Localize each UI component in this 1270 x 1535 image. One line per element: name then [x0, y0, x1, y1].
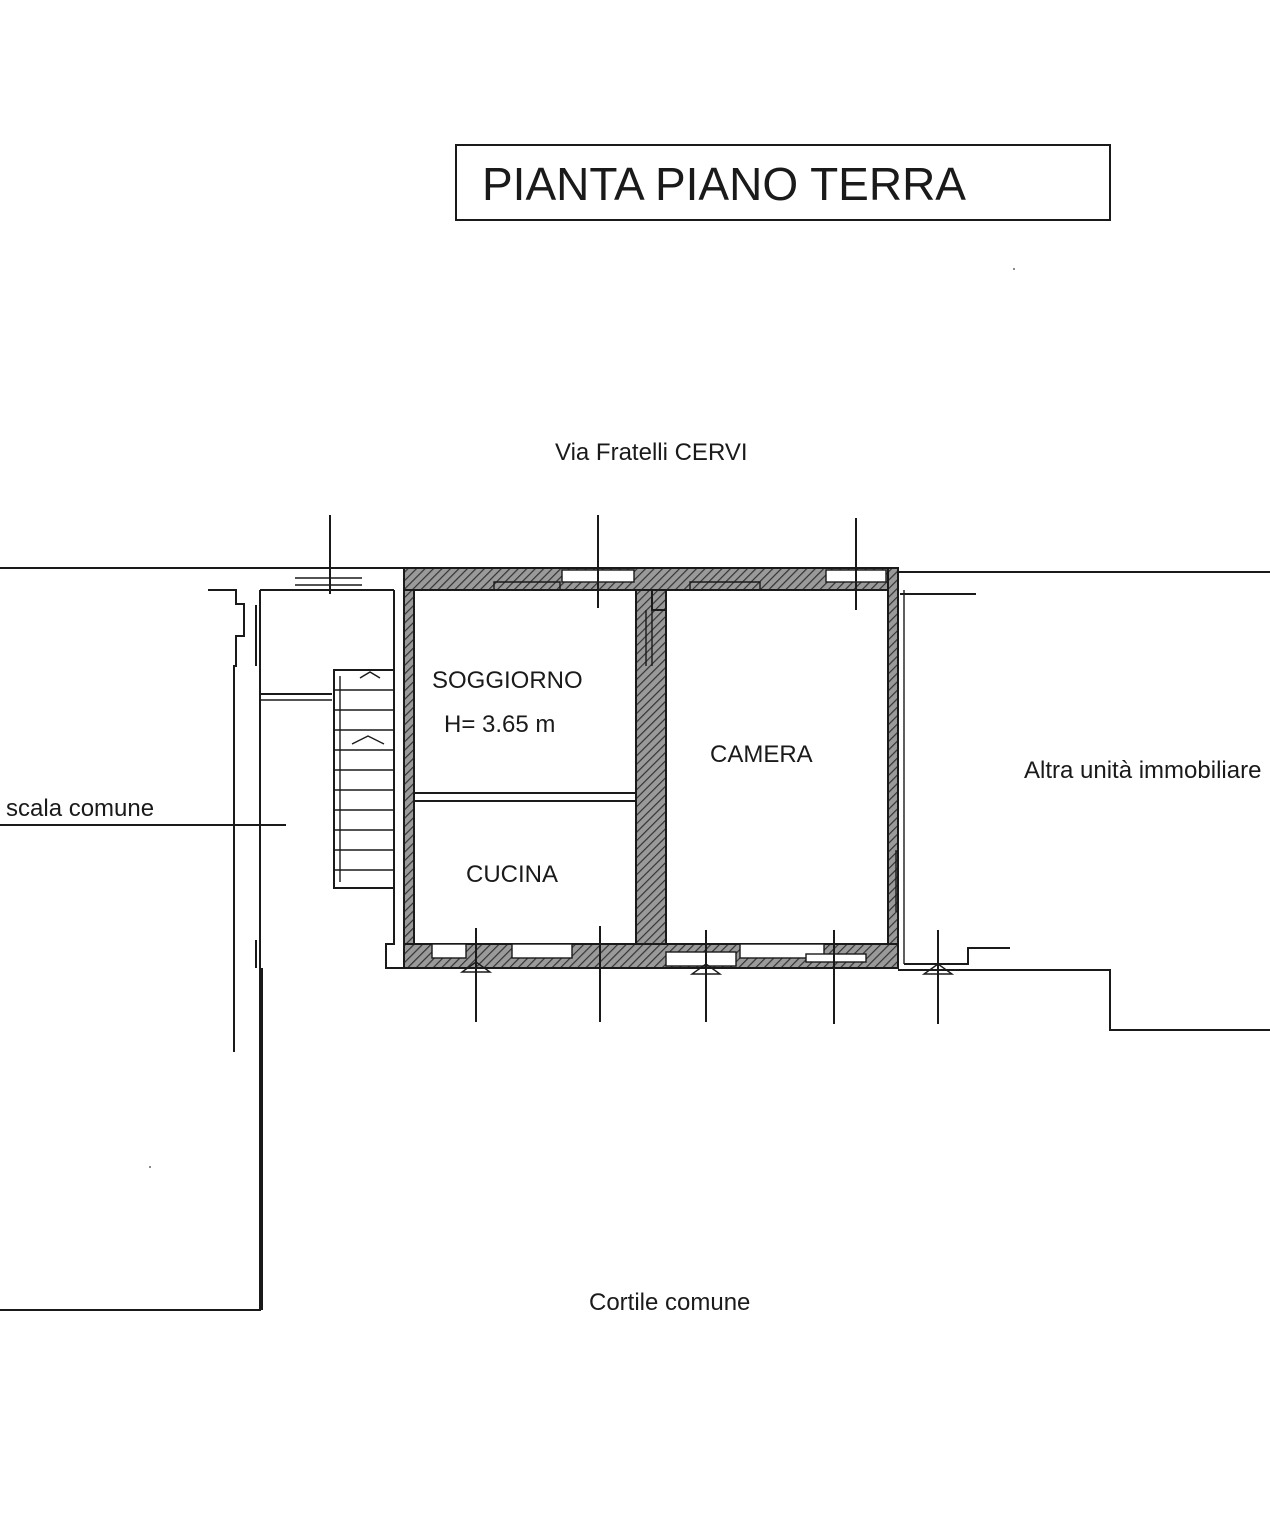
room-height-label: H= 3.65 m [444, 711, 555, 738]
reference-marks [329, 515, 955, 1024]
scan-speck [1013, 268, 1015, 270]
stair-flight [333, 669, 395, 889]
street-label: Via Fratelli CERVI [555, 439, 748, 466]
neighbour-outline [898, 947, 1270, 1031]
room-label-camera: CAMERA [710, 741, 813, 768]
scan-speck [149, 1166, 151, 1168]
common-stair-area [0, 577, 404, 1311]
plan-title: PIANTA PIANO TERRA [482, 158, 966, 210]
room-label-cucina: CUCINA [466, 861, 558, 888]
neighbour-unit-label: Altra unità immobiliare [1024, 757, 1261, 784]
room-outlines [414, 581, 905, 964]
common-stair-label: a scala comune [0, 795, 154, 822]
apartment-walls [403, 567, 899, 969]
room-label-soggiorno: SOGGIORNO [432, 667, 583, 694]
facade-line [0, 567, 1270, 595]
courtyard-label: Cortile comune [589, 1289, 750, 1316]
title-box: PIANTA PIANO TERRA [455, 144, 1111, 221]
